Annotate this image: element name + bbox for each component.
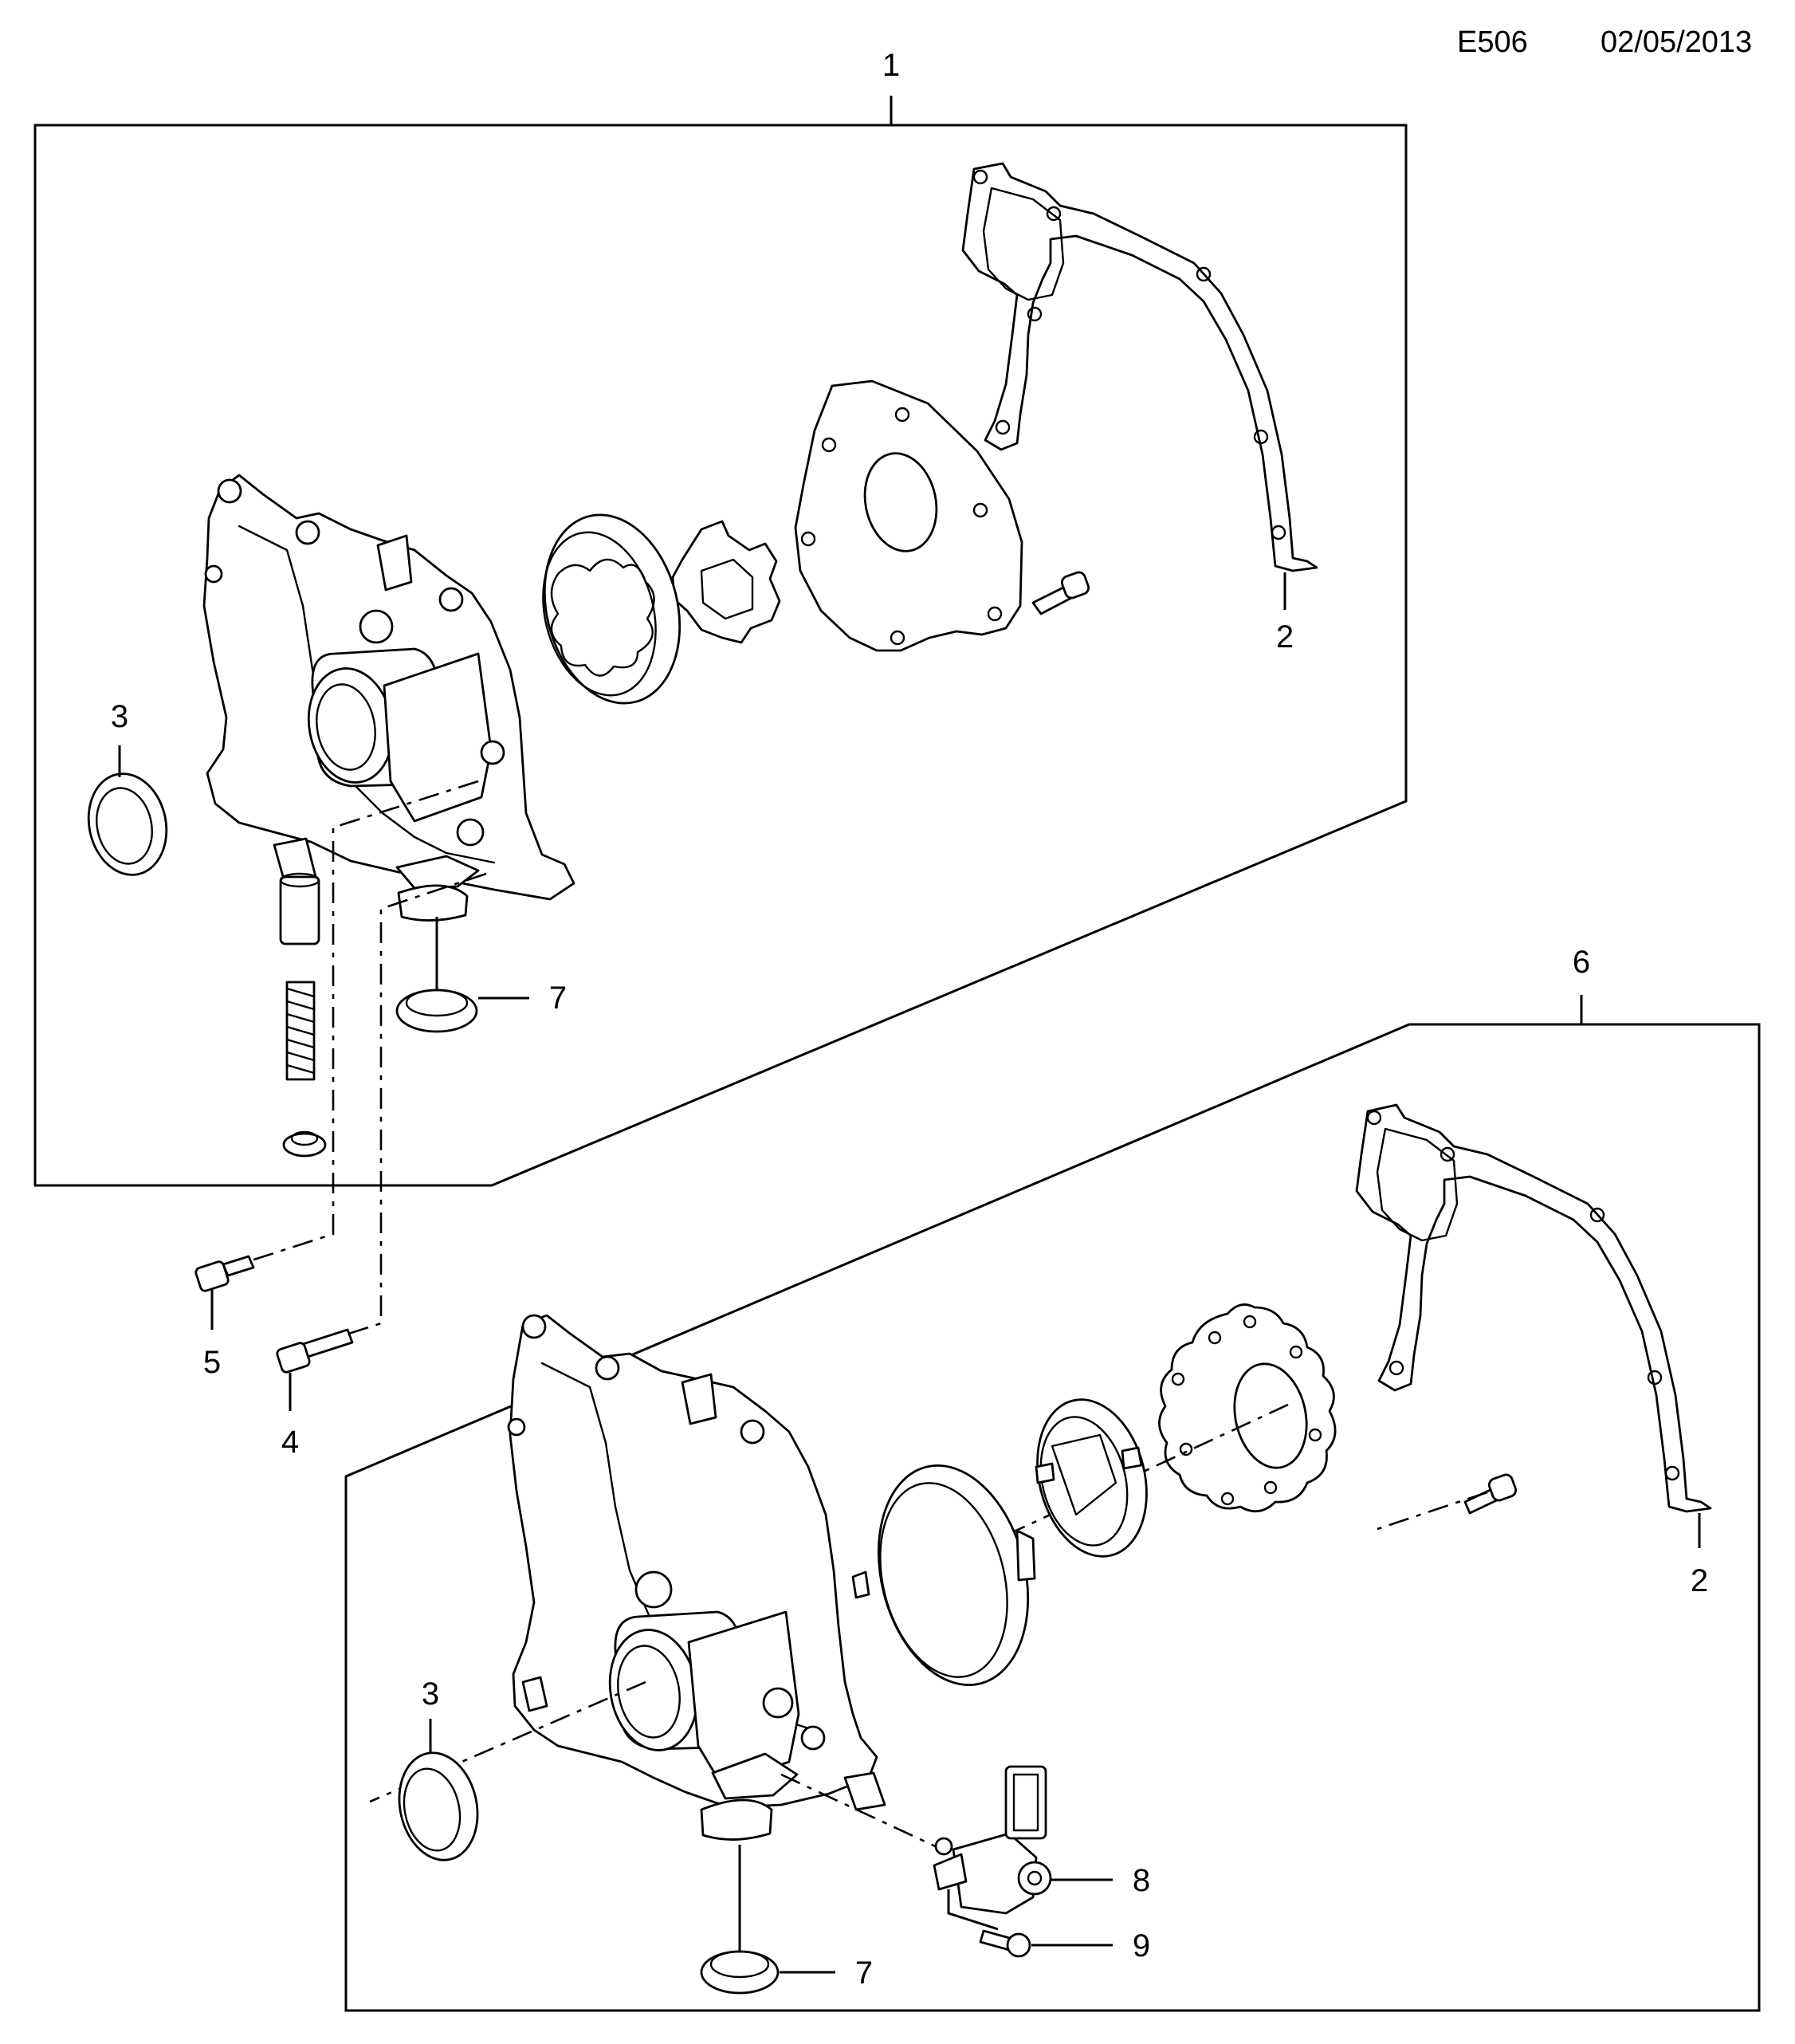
bolt-4-path xyxy=(340,872,487,1338)
inner-rotor-top xyxy=(671,520,781,644)
callout-2-bottom: 2 xyxy=(1691,1563,1708,1598)
assembly-6-frame xyxy=(344,1023,1761,2012)
crank-seal-bottom xyxy=(398,1751,479,1861)
callout-4: 4 xyxy=(281,1425,299,1460)
relief-valve-spring xyxy=(285,981,316,1081)
callout-7-top: 7 xyxy=(549,981,567,1016)
cover-screw-bottom xyxy=(1463,1473,1518,1515)
callout-9: 9 xyxy=(1133,1928,1150,1963)
vane-rotor-bottom xyxy=(1035,1398,1148,1558)
cover-screw-top xyxy=(1031,571,1090,615)
outer-ring-bottom xyxy=(851,1464,1036,1686)
bottom-screw-axis xyxy=(1377,1491,1488,1531)
callout-2-top: 2 xyxy=(1276,619,1294,654)
diagram-date: 02/05/2013 xyxy=(1601,26,1753,59)
bolt-short xyxy=(194,1255,255,1292)
bottom-axis-line xyxy=(988,1403,1289,1545)
front-cover-gasket-top xyxy=(961,162,1318,572)
callout-8: 8 xyxy=(1133,1863,1150,1898)
diagram-code: E506 xyxy=(1457,26,1528,59)
bolt-long xyxy=(276,1328,354,1374)
oil-pump-housing-bottom xyxy=(507,1314,886,1841)
callout-3-bottom: 3 xyxy=(422,1676,439,1712)
callout-5: 5 xyxy=(203,1345,221,1380)
pickup-oring-top xyxy=(395,989,478,1033)
relief-valve-plunger xyxy=(279,872,320,945)
pickup-oring-bottom xyxy=(700,1950,780,1995)
solenoid-axis-line xyxy=(780,1773,943,1851)
crank-seal-top xyxy=(87,772,168,876)
front-cover-gasket-bottom xyxy=(1355,1103,1712,1513)
oil-pump-housing-top xyxy=(202,474,575,922)
assembly-1-frame xyxy=(33,124,1408,1187)
pump-cover-plate-bottom xyxy=(1158,1303,1337,1513)
solenoid-bolt xyxy=(979,1929,1031,1958)
relief-valve-plug xyxy=(282,1130,327,1158)
oil-pressure-solenoid xyxy=(933,1765,1052,1915)
bolt-9-guide xyxy=(947,1889,999,1931)
callout-3-top: 3 xyxy=(111,699,128,734)
callout-1: 1 xyxy=(882,48,900,83)
callout-7-bottom: 7 xyxy=(855,1956,873,1991)
pump-cover-plate-top xyxy=(794,379,1023,652)
outer-rotor-top xyxy=(542,513,681,705)
callout-6: 6 xyxy=(1573,945,1590,980)
